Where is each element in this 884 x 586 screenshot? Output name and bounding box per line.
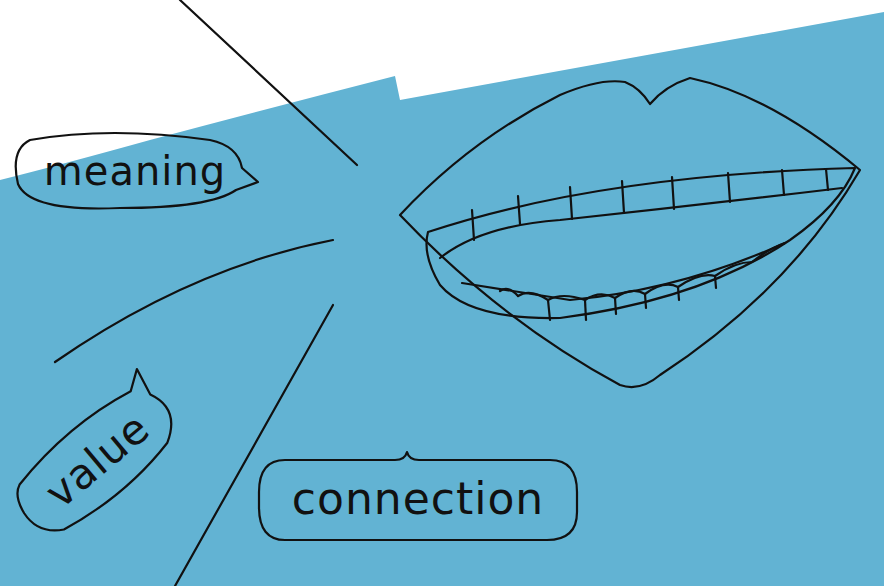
speech-bubble: meaning	[10, 128, 260, 214]
upper-teeth	[472, 169, 828, 240]
radiating-line	[175, 305, 333, 586]
lower-teeth	[500, 243, 785, 320]
lips-outline	[400, 78, 860, 387]
lower-teeth-edge	[462, 243, 785, 300]
blue-background	[0, 12, 884, 586]
bubble-word: meaning	[44, 148, 226, 194]
radiating-line	[55, 240, 333, 362]
upper-teeth-edge	[440, 188, 842, 258]
bubble-word: connection	[292, 473, 544, 524]
mouth-opening	[427, 168, 856, 318]
speech-bubble: connection	[255, 452, 581, 544]
